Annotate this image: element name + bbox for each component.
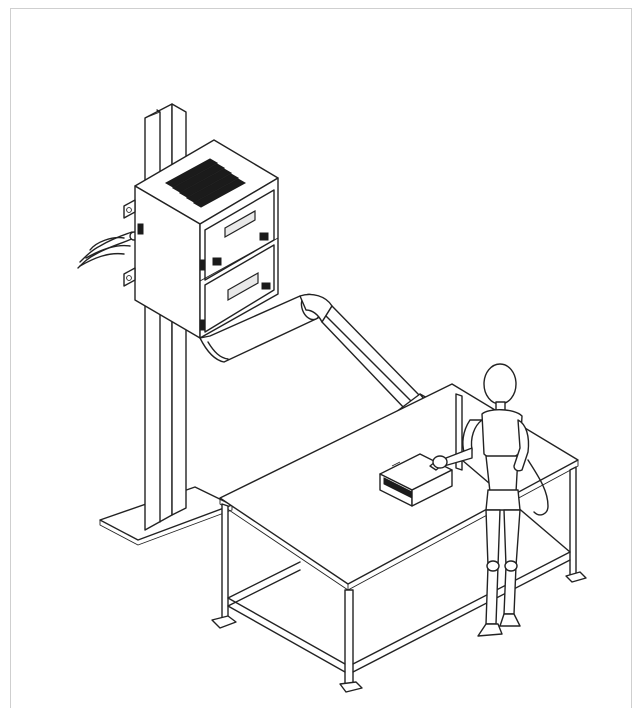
mounting-bracket-icon: [123, 199, 136, 287]
figure-frame: [10, 8, 632, 708]
vent-grille-icon: [164, 158, 247, 208]
fume-extractor-cabinet: [123, 139, 279, 339]
workbench-icon: [211, 383, 587, 693]
power-cord-icon: [77, 231, 139, 269]
mannequin-operator-icon: [432, 363, 549, 637]
